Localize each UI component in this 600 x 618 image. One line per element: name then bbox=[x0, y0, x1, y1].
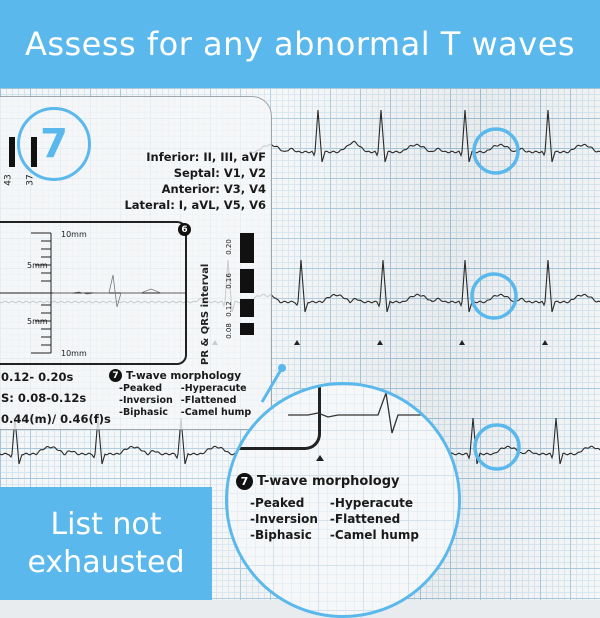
lead-septal: Septal: V1, V2 bbox=[173, 166, 266, 180]
t-wave-item-small: -Camel hump bbox=[180, 407, 252, 418]
qrs-normal-value: S: 0.08-0.12s bbox=[1, 391, 87, 405]
ecg-lead-trace bbox=[249, 109, 600, 163]
lead-inferior: Inferior: II, III, aVF bbox=[146, 150, 266, 164]
section-badge-6: 6 bbox=[178, 223, 191, 236]
t-wave-badge-large: 7 bbox=[236, 473, 253, 490]
qtc-normal-value: 0.44(m)/ 0.46(f)s bbox=[1, 412, 111, 426]
t-wave-item-camel-hump: -Camel hump bbox=[329, 528, 419, 542]
t-wave-item-small: -Biphasic bbox=[119, 407, 168, 418]
beat-marker bbox=[377, 340, 383, 345]
lead-anterior: Anterior: V3, V4 bbox=[161, 182, 266, 196]
t-wave-badge-small: 7 bbox=[109, 369, 122, 382]
note-line-2: exhausted bbox=[27, 544, 185, 580]
t-wave-item-biphasic: -Biphasic bbox=[250, 528, 312, 542]
t-wave-title-text-small: T-wave morphology bbox=[126, 369, 242, 382]
t-wave-item-small: -Peaked bbox=[119, 383, 163, 394]
interval-block-016 bbox=[240, 269, 254, 293]
step-number: 7 bbox=[40, 121, 68, 167]
t-wave-item-hyperacute: -Hyperacute bbox=[329, 496, 414, 510]
interval-block-012 bbox=[240, 299, 254, 317]
magnifier-lens: 7 T-wave morphology -Peaked -Hyperacute … bbox=[225, 382, 461, 618]
t-wave-item-small: -Hyperacute bbox=[180, 383, 247, 394]
magnifier-trace bbox=[288, 392, 458, 461]
mm-scale-box: 10mm 5mm 5mm 10mm bbox=[0, 221, 187, 365]
t-wave-item-small: -Flattened bbox=[180, 395, 237, 406]
lead-territories: Inferior: II, III, aVF Septal: V1, V2 An… bbox=[81, 149, 266, 213]
ruler-bar-2 bbox=[31, 137, 37, 167]
note-line-1: List not bbox=[50, 506, 162, 542]
pr-normal-value: 0.12- 0.20s bbox=[1, 370, 74, 384]
t-wave-item-flattened: -Flattened bbox=[329, 512, 401, 526]
t-wave-highlight-1 bbox=[472, 127, 520, 175]
t-wave-list-small: -Peaked -Hyperacute -Inversion -Flattene… bbox=[119, 383, 251, 419]
scale-label-10mm-bottom: 10mm bbox=[61, 349, 87, 358]
magnifier-scale-box bbox=[228, 385, 321, 450]
beat-marker bbox=[459, 340, 465, 345]
title-banner: Assess for any abnormal T waves bbox=[0, 0, 600, 88]
t-wave-highlight-2 bbox=[470, 272, 518, 320]
interval-block-020 bbox=[240, 233, 254, 263]
lead-lateral: Lateral: I, aVL, V5, V6 bbox=[124, 198, 266, 212]
note-banner: List not exhausted bbox=[0, 487, 212, 600]
step-number-circle: 7 bbox=[17, 107, 91, 181]
beat-marker bbox=[294, 340, 300, 345]
t-wave-title-text-large: T-wave morphology bbox=[257, 474, 400, 489]
t-wave-title-large: 7 T-wave morphology bbox=[236, 473, 400, 490]
scale-label-10mm-top: 10mm bbox=[61, 230, 87, 239]
ecg-ruler: 7 43 37 Inferior: II, III, aVF Septal: V… bbox=[0, 96, 272, 430]
mm-scale-ticks bbox=[0, 232, 185, 354]
beat-marker bbox=[542, 340, 548, 345]
interval-block-008 bbox=[240, 323, 254, 335]
magnifier-sheet bbox=[228, 385, 458, 615]
ruler-bar-1 bbox=[9, 137, 15, 167]
t-wave-item-inversion: -Inversion bbox=[250, 512, 318, 526]
scale-label-5mm-bottom: 5mm bbox=[27, 317, 48, 326]
t-wave-highlight-3 bbox=[473, 423, 521, 471]
t-wave-list-large: -Peaked -Hyperacute -Inversion -Flattene… bbox=[250, 495, 419, 543]
scale-label-5mm-top: 5mm bbox=[27, 261, 48, 270]
t-wave-item-small: -Inversion bbox=[119, 395, 173, 406]
title-text: Assess for any abnormal T waves bbox=[24, 25, 576, 63]
t-wave-item-peaked: -Peaked bbox=[250, 496, 305, 510]
normal-values: 0.12- 0.20s S: 0.08-0.12s 0.44(m)/ 0.46(… bbox=[1, 367, 111, 430]
t-wave-title-small: 7 T-wave morphology bbox=[109, 369, 241, 382]
